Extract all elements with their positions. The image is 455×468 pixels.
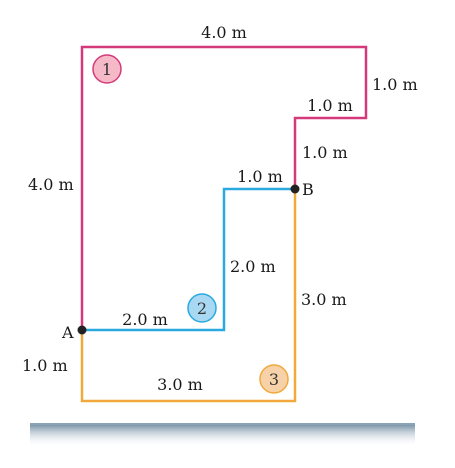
path-2-badge-number: 2 bbox=[197, 299, 207, 318]
path-1-step-length: 1.0 m bbox=[307, 96, 353, 115]
path-1-line bbox=[80, 45, 368, 330]
path-3-bottom-length: 3.0 m bbox=[157, 375, 203, 394]
point-a-label: A bbox=[61, 323, 74, 342]
path-2-line bbox=[82, 187, 295, 332]
path-2-badge-circle bbox=[187, 293, 217, 323]
path-3-badge-circle bbox=[259, 364, 289, 394]
path-3-badge-number: 3 bbox=[269, 370, 279, 389]
point-b-marker bbox=[290, 184, 300, 194]
path-3-badge: 3 bbox=[259, 364, 289, 394]
path-3-line bbox=[80, 189, 297, 403]
path-1-right-drop-length: 1.0 m bbox=[372, 75, 418, 94]
path-2-badge: 2 bbox=[187, 293, 217, 323]
path-3-right-rise-length: 3.0 m bbox=[301, 290, 347, 309]
path-2-top-step-length: 1.0 m bbox=[237, 167, 283, 186]
path-1-badge-circle bbox=[92, 54, 122, 84]
path-2-vertical-length: 2.0 m bbox=[230, 257, 276, 276]
path-2-horizontal-length: 2.0 m bbox=[122, 310, 168, 329]
path-1-drop-to-b-length: 1.0 m bbox=[302, 143, 348, 162]
path-1-top-length: 4.0 m bbox=[201, 23, 247, 42]
path-1-left-length: 4.0 m bbox=[28, 175, 74, 194]
path-3-left-drop-length: 1.0 m bbox=[22, 356, 68, 375]
path-1-badge-number: 1 bbox=[102, 60, 112, 79]
point-b-label: B bbox=[302, 180, 314, 199]
ground bbox=[30, 423, 415, 447]
path-1-badge: 1 bbox=[92, 54, 122, 84]
point-a-marker bbox=[77, 325, 87, 335]
ground-shadow bbox=[30, 425, 415, 447]
